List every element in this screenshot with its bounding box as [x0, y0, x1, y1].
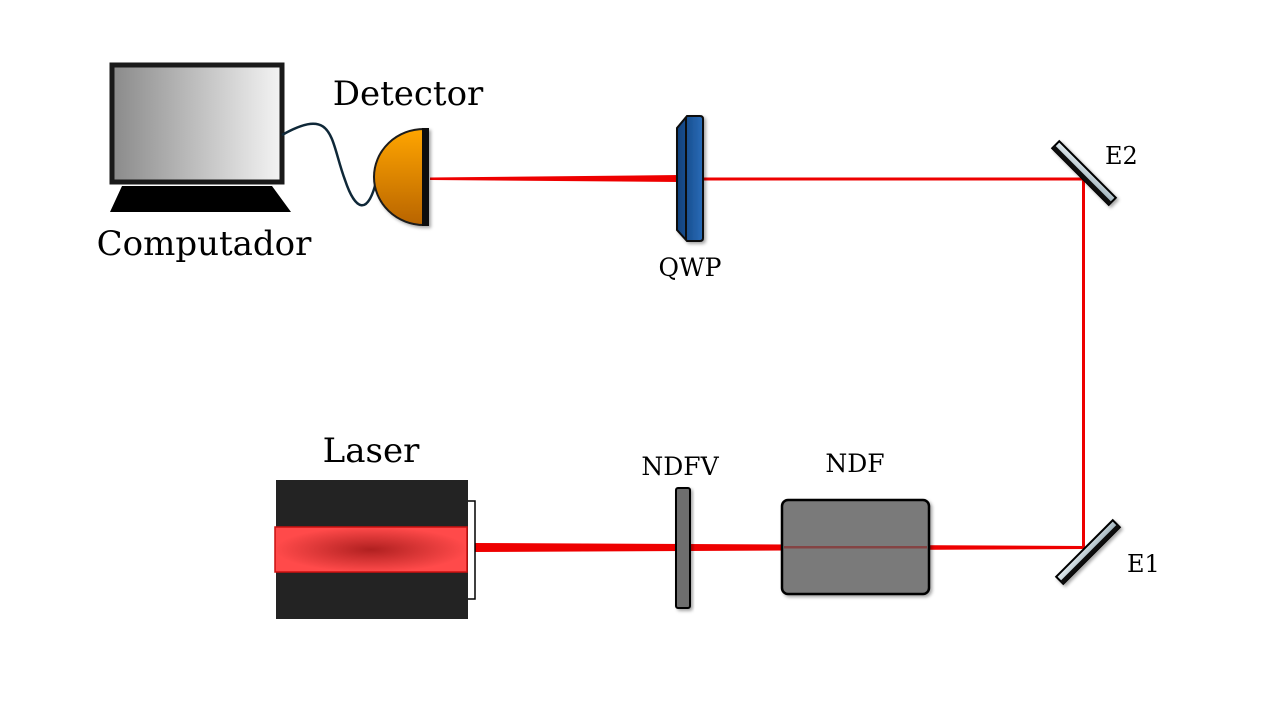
computer-keyboard-base	[110, 186, 291, 212]
beam-e1-to-e2	[1082, 178, 1085, 548]
detector-face	[422, 128, 429, 226]
computer-monitor	[109, 62, 285, 185]
mirror-e2	[1050, 139, 1118, 207]
mirror-e1-label: E1	[1127, 550, 1160, 578]
beam-qwp-to-detector	[430, 175, 680, 182]
laser-beam	[430, 175, 1085, 552]
mirror-e2-label: E2	[1105, 142, 1138, 170]
qwp-plate	[676, 115, 704, 242]
beam-e2-to-qwp	[700, 177, 1085, 181]
ndfv-label: NDFV	[641, 452, 719, 481]
laser	[274, 480, 476, 619]
beam-through-ndf	[784, 546, 927, 549]
mirror-e1-glass	[1054, 518, 1122, 586]
detector-cable	[281, 122, 379, 207]
computer-label: Computador	[97, 224, 313, 264]
variable-neutral-density-filter	[675, 487, 691, 609]
laser-emitter	[274, 526, 468, 573]
laser-label: Laser	[323, 431, 420, 471]
mirror-e1	[1054, 518, 1122, 586]
mirror-e1-backing	[1060, 524, 1120, 584]
ndf-label: NDF	[825, 449, 884, 478]
detector-label: Detector	[333, 74, 484, 114]
mirror-e2-backing	[1052, 145, 1112, 205]
computer	[109, 62, 291, 212]
qwp	[676, 115, 704, 242]
beam-laser-to-e1	[474, 543, 1085, 552]
detector-body	[373, 127, 425, 227]
qwp-label: QWP	[658, 253, 721, 282]
detector	[373, 127, 429, 227]
